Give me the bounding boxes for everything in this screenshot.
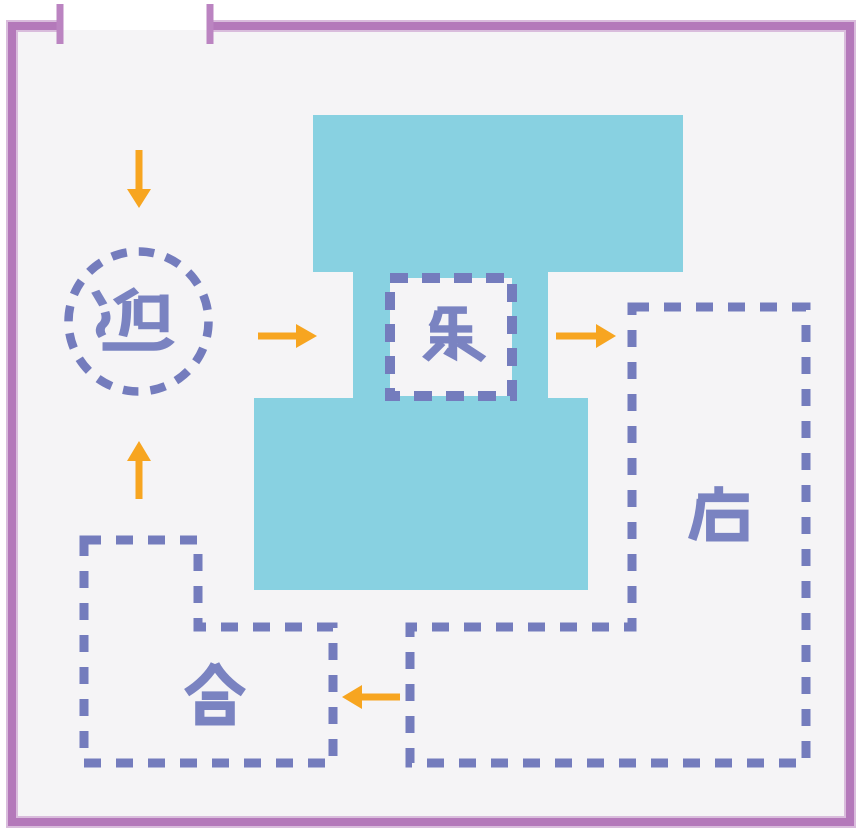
carry-glyph (422, 306, 487, 363)
open-to-unite-arrow-icon (342, 685, 400, 709)
welcome-to-carry-arrow-icon (258, 324, 317, 348)
entry-down-arrow-icon (127, 150, 151, 208)
open-region (405, 302, 811, 768)
welcome-circle (64, 247, 213, 396)
carry-box (385, 273, 517, 401)
welcome-glyph (91, 287, 175, 351)
carry-to-open-arrow-icon (556, 324, 616, 348)
unite-to-welcome-arrow-icon (127, 441, 151, 499)
unite-region (79, 535, 338, 768)
outer-wall (8, 22, 854, 826)
unite-glyph (184, 662, 246, 726)
open-glyph (688, 486, 749, 542)
